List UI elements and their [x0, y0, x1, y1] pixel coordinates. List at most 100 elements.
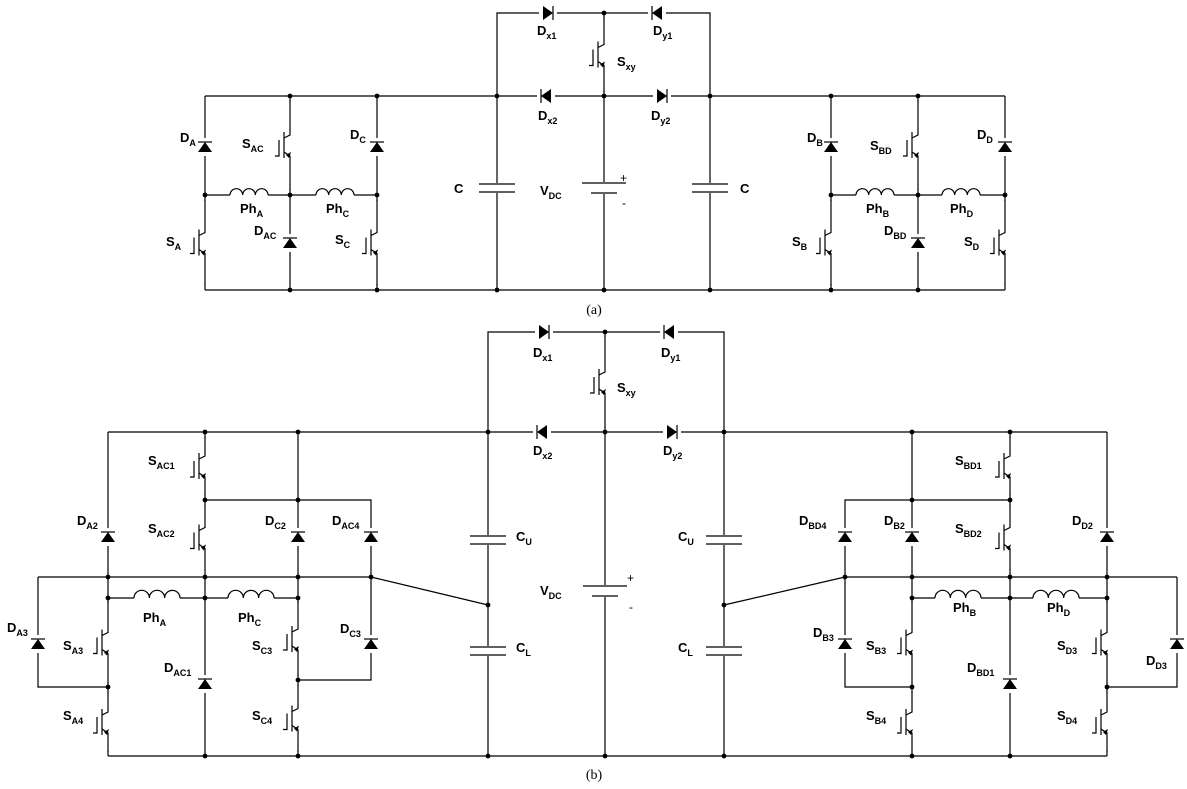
cl-left-b-capacitor	[468, 646, 508, 656]
junction-dots	[105, 10, 1110, 759]
junction-dot	[909, 574, 915, 580]
sd4-b-label: SD4	[1057, 708, 1077, 726]
pha-a-inductor	[229, 186, 269, 196]
sd-a-label: SD	[964, 234, 980, 252]
db-a-diode	[823, 138, 839, 156]
cl-left-b-label: CL	[516, 640, 531, 658]
db3-b-diode	[837, 635, 853, 653]
junction-dot	[485, 602, 491, 608]
db2-b-label: DB2	[884, 513, 905, 531]
junction-dot	[494, 287, 500, 293]
components	[30, 5, 1185, 752]
junction-dot	[915, 192, 921, 198]
dc-a-diode	[369, 138, 385, 156]
dac-a-label: DAC	[254, 223, 277, 241]
junction-dot	[295, 677, 301, 683]
cu-right-b-capacitor	[704, 535, 744, 545]
phb-b-inductor	[934, 589, 982, 599]
sbd2-b-label: SBD2	[955, 521, 982, 539]
sc3-b-switch	[283, 602, 302, 676]
sd3-b-label: SD3	[1057, 638, 1077, 656]
phb-a-label: PhB	[866, 201, 890, 219]
pha-b-inductor	[133, 589, 181, 599]
sxy-b-switch	[590, 336, 609, 428]
junction-dot	[287, 192, 293, 198]
junction-dot	[105, 595, 111, 601]
sbd1-b-label: SBD1	[955, 453, 982, 471]
phd-b-label: PhD	[1047, 600, 1071, 618]
sac-a-switch	[275, 100, 294, 190]
junction-dot	[202, 574, 208, 580]
cl-right-b-capacitor	[704, 646, 744, 656]
dc2-b-label: DC2	[265, 513, 286, 531]
junction-dot	[909, 684, 915, 690]
junction-dot	[1007, 497, 1013, 503]
cu-left-b-capacitor	[468, 535, 508, 545]
junction-dot	[1104, 684, 1110, 690]
vdc-minus-sign-b: -	[629, 600, 633, 614]
dx1-b-label: Dx1	[533, 345, 552, 363]
junction-dot	[1002, 192, 1008, 198]
phc-a-inductor	[315, 186, 355, 196]
db2-b-diode	[904, 528, 920, 546]
phb-b-label: PhB	[953, 600, 977, 618]
sbd2-b-switch	[995, 505, 1014, 570]
junction-dot	[721, 429, 727, 435]
sa3-b-switch	[93, 602, 112, 683]
junction-dot	[1007, 753, 1013, 759]
dac1-b-diode	[197, 675, 213, 693]
sac2-b-label: SAC2	[148, 521, 175, 539]
sa3-b-label: SA3	[63, 638, 83, 656]
junction-dot	[202, 429, 208, 435]
vdc-a-label: VDC	[540, 183, 562, 201]
da-a-label: DA	[180, 130, 196, 148]
pha-b-label: PhA	[143, 610, 167, 628]
dy2-b-label: Dy2	[663, 443, 682, 461]
junction-dot	[202, 497, 208, 503]
junction-dot	[721, 753, 727, 759]
junction-dot	[374, 287, 380, 293]
junction-dot	[602, 753, 608, 759]
sd3-b-switch	[1092, 602, 1111, 683]
sa-a-switch	[190, 200, 209, 285]
dbd4-b-diode	[837, 528, 853, 546]
dy2-a-diode	[653, 88, 671, 104]
junction-dot	[1104, 574, 1110, 580]
sxy-a-label: Sxy	[617, 54, 636, 72]
junction-dot	[295, 574, 301, 580]
junction-dot	[842, 574, 848, 580]
sc3-b-label: SC3	[252, 638, 272, 656]
sbd1-b-switch	[995, 437, 1014, 495]
sac-a-label: SAC	[242, 136, 264, 154]
phd-a-inductor	[941, 186, 981, 196]
cu-left-b-label: CU	[516, 529, 532, 547]
wire	[370, 576, 489, 606]
junction-dot	[601, 287, 607, 293]
junction-dot	[601, 10, 607, 16]
sa4-b-label: SA4	[63, 708, 83, 726]
sxy-a-switch	[589, 17, 608, 92]
pha-a-label: PhA	[240, 201, 264, 219]
junction-dot	[1007, 595, 1013, 601]
junction-dot	[915, 287, 921, 293]
dc-a-label: DC	[350, 127, 366, 145]
dbd4-b-label: DBD4	[799, 513, 826, 531]
dy1-b-diode	[660, 324, 678, 340]
dbd1-b-diode	[1002, 675, 1018, 693]
dc3-b-label: DC3	[340, 621, 361, 639]
sac1-b-label: SAC1	[148, 453, 175, 471]
junction-dot	[295, 497, 301, 503]
dbd1-b-label: DBD1	[967, 660, 994, 678]
dx1-b-diode	[535, 324, 553, 340]
da3-b-label: DA3	[7, 620, 28, 638]
junction-dot	[287, 93, 293, 99]
dx2-b-diode	[533, 424, 551, 440]
phc-b-inductor	[227, 589, 275, 599]
phd-a-label: PhD	[950, 201, 974, 219]
junction-dot	[202, 192, 208, 198]
dd2-b-label: DD2	[1072, 513, 1093, 531]
dd-a-diode	[997, 138, 1013, 156]
junction-dot	[707, 287, 713, 293]
dac-a-diode	[282, 234, 298, 252]
